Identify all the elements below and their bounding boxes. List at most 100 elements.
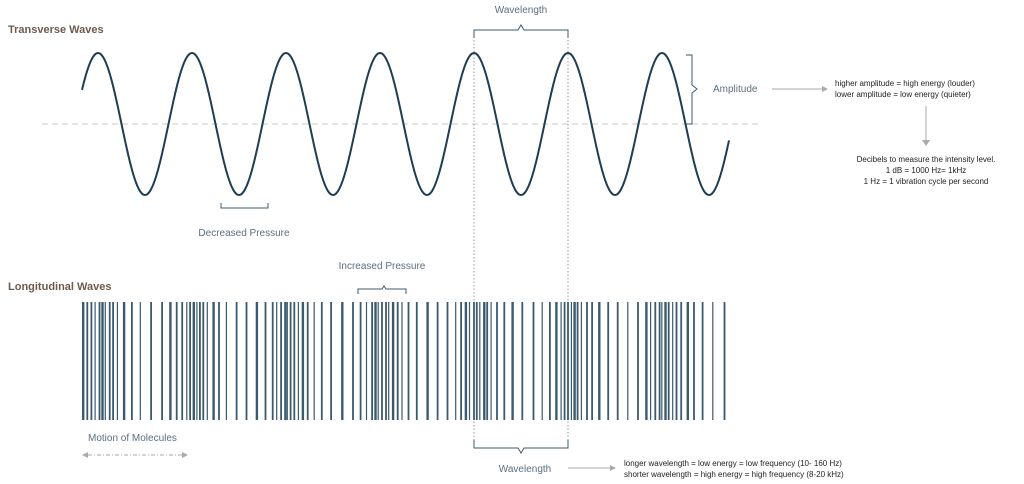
compression-bar xyxy=(401,302,403,420)
compression-bar xyxy=(365,302,368,420)
wavelength-note-1: longer wavelength = low energy = low fre… xyxy=(624,459,842,468)
compression-bar xyxy=(555,302,558,420)
compression-bar xyxy=(654,302,657,420)
wavelength-bracket-top xyxy=(473,24,569,38)
decibel-note-1: Decibels to measure the intensity level. xyxy=(857,155,996,164)
longitudinal-waves-title: Longitudinal Waves xyxy=(8,281,112,293)
compression-bar xyxy=(664,302,667,420)
compression-bar xyxy=(672,302,674,420)
compression-bar xyxy=(521,302,524,420)
longitudinal-compression-bars xyxy=(82,302,726,420)
compression-bar xyxy=(150,302,152,420)
compression-bar xyxy=(637,302,639,420)
compression-bar xyxy=(549,302,551,420)
compression-bar xyxy=(306,302,309,420)
compression-bar xyxy=(723,302,726,420)
compression-bar xyxy=(675,302,678,420)
compression-bar xyxy=(446,302,449,420)
compression-bar xyxy=(139,302,141,420)
compression-bar xyxy=(473,302,475,420)
compression-bar xyxy=(680,302,683,420)
compression-bar xyxy=(98,302,101,420)
compression-bar xyxy=(271,302,274,420)
compression-bar xyxy=(460,302,462,420)
compression-bar xyxy=(286,302,288,420)
amplitude-arrowhead xyxy=(822,86,828,92)
compression-bar xyxy=(586,302,588,420)
motion-arrowhead-left xyxy=(82,452,88,458)
compression-bar xyxy=(479,302,481,420)
compression-bar xyxy=(320,302,323,420)
increased-pressure-label: Increased Pressure xyxy=(339,261,426,272)
compression-bar xyxy=(475,302,478,420)
compression-bar xyxy=(313,302,315,420)
compression-bar xyxy=(591,302,593,420)
compression-bar xyxy=(503,302,506,420)
compression-bar xyxy=(202,302,205,420)
compression-bar xyxy=(686,302,689,420)
compression-bar xyxy=(161,302,163,420)
compression-bar xyxy=(616,302,619,420)
compression-bar xyxy=(289,302,292,420)
compression-bar xyxy=(264,302,267,420)
compression-bar xyxy=(496,302,498,420)
transverse-waves-title: Transverse Waves xyxy=(8,24,104,36)
compression-bar xyxy=(352,302,354,420)
compression-bar xyxy=(712,302,714,420)
wavelength-label-bottom: Wavelength xyxy=(499,464,551,475)
compression-bar xyxy=(658,302,661,420)
compression-bar xyxy=(388,302,390,420)
compression-bar xyxy=(359,302,362,420)
compression-bar xyxy=(541,302,543,420)
compression-bar xyxy=(94,302,96,420)
compression-bar xyxy=(116,302,118,420)
compression-bar xyxy=(225,302,227,420)
compression-bar xyxy=(464,302,468,420)
compression-bar xyxy=(563,302,566,420)
amplitude-note-2: lower amplitude = low energy (quieter) xyxy=(835,90,971,99)
compression-bar xyxy=(86,302,89,420)
decibel-note-2: 1 dB = 1000 Hz= 1kHz xyxy=(886,166,967,175)
compression-bar xyxy=(576,302,579,420)
compression-bar xyxy=(407,302,410,420)
compression-bar xyxy=(112,302,114,420)
compression-bar xyxy=(377,302,379,420)
compression-bar xyxy=(330,302,332,420)
compression-bar xyxy=(693,302,695,420)
wavelength-arrowhead xyxy=(610,465,616,471)
decibel-arrowhead xyxy=(922,140,930,146)
compression-bar xyxy=(415,302,418,420)
compression-bar xyxy=(82,302,85,420)
compression-bar xyxy=(701,302,704,420)
compression-bar xyxy=(341,302,344,420)
compression-bar xyxy=(169,302,172,420)
compression-bar xyxy=(661,302,663,420)
compression-bar xyxy=(245,302,248,420)
compression-bar xyxy=(483,302,486,420)
compression-bar xyxy=(374,302,377,420)
compression-bar xyxy=(598,302,601,420)
compression-bar xyxy=(280,302,282,420)
compression-bar xyxy=(490,302,492,420)
compression-bar xyxy=(276,302,278,420)
compression-bar xyxy=(667,302,670,420)
motion-arrowhead-right xyxy=(182,452,188,458)
compression-bar xyxy=(297,302,299,420)
compression-bar xyxy=(436,302,439,420)
compression-bar xyxy=(181,302,184,420)
compression-bar xyxy=(455,302,457,420)
compression-bar xyxy=(381,302,383,420)
decreased-pressure-label: Decreased Pressure xyxy=(198,228,290,239)
compression-bar xyxy=(175,302,178,420)
compression-bar xyxy=(301,302,305,420)
compression-bar xyxy=(645,302,648,420)
wavelength-label-top: Wavelength xyxy=(495,5,547,16)
compression-bar xyxy=(391,302,395,420)
compression-bar xyxy=(567,302,569,420)
compression-bar xyxy=(206,302,208,420)
compression-bar xyxy=(218,302,220,420)
amplitude-label: Amplitude xyxy=(713,84,758,95)
compression-bar xyxy=(186,302,188,420)
compression-bar xyxy=(199,302,201,420)
